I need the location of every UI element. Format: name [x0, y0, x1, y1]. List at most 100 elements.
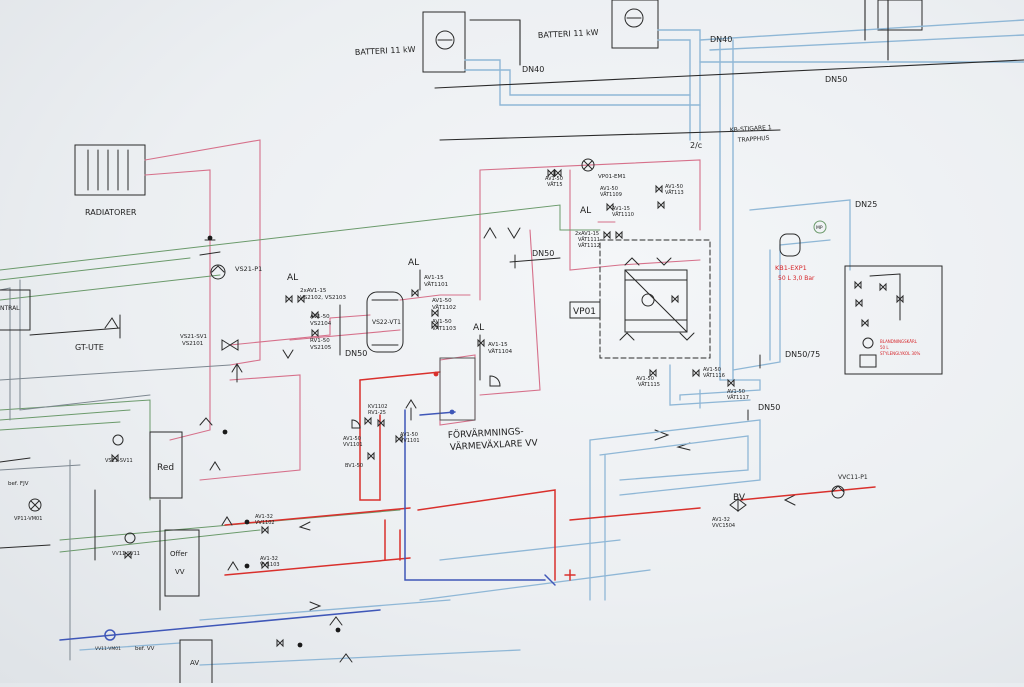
label-vat1109: VÄT1109 — [600, 191, 622, 198]
label-vat113: VÄT113 — [665, 189, 684, 196]
label-vs2105: VS2105 — [310, 345, 332, 351]
label-vat1112: VÄT1112 — [578, 242, 600, 249]
top-blue-lines — [464, 19, 1024, 381]
battery-mid-symbol — [624, 8, 644, 28]
label-gt-ute: GT-UTE — [75, 343, 104, 352]
label-vv11-vm01: VV11-VM01 — [95, 646, 121, 652]
vs22-vt1-tank — [366, 291, 404, 353]
label-dn40-b: DN40 — [710, 35, 732, 44]
label-av1-15-vat: AV1-15 — [424, 275, 444, 281]
label-vv1102: VV1102 — [255, 520, 275, 526]
kb1-exp1-vessel — [779, 220, 827, 257]
label-exp-box-2: 50 L — [880, 345, 889, 350]
label-vp11-vm01: VP11-VM01 — [14, 516, 42, 522]
green-lines — [0, 204, 601, 553]
label-kb-stigare-2: TRAPPHUS — [737, 135, 770, 144]
lower-left-components — [0, 417, 353, 687]
label-kv1102: KV1102 — [368, 404, 387, 410]
label-mp: MP — [816, 225, 823, 231]
label-rv1-25: RV1-25 — [368, 410, 386, 416]
label-al-3: AL — [473, 323, 484, 333]
diagram-labels: BATTERI 11 kW BATTERI 11 kW DN40 DN40 DN… — [0, 28, 921, 667]
label-vs22-vt1: VS22-VT1 — [372, 319, 401, 326]
label-av1-15-t5: 2xAV1-15 — [575, 231, 599, 237]
label-dn50-right: DN50 — [758, 403, 780, 412]
label-al-2: AL — [408, 258, 419, 268]
heat-exchanger-box — [351, 357, 476, 461]
label-bef-fjv: bef. FJV — [8, 481, 29, 487]
label-central: NTRAL — [0, 305, 20, 312]
label-forvarmnings-2: VÄRMEVÄXLARE VV — [450, 437, 539, 453]
label-exp-box-3: STYLENGLYKOL 30% — [880, 351, 921, 356]
vp01-bottom-valves — [649, 354, 761, 421]
vs21-pump-group — [199, 239, 294, 383]
right-blue-lines — [79, 199, 851, 666]
battery-right-box — [877, 0, 923, 31]
label-red: Red — [157, 463, 174, 473]
valve-cluster-mid — [285, 269, 501, 387]
label-av1-50-a: AV1-50 — [432, 298, 452, 304]
label-vat1117: VÄT1117 — [727, 394, 749, 401]
label-bv: BV — [733, 493, 746, 503]
label-2c: 2/c — [690, 141, 702, 150]
av-box — [179, 639, 213, 687]
label-al-1: AL — [287, 273, 298, 283]
label-avs-group-b: VS2102, VS2103 — [300, 295, 346, 301]
central-unit — [0, 289, 121, 339]
label-batteri-left: BATTERI 11 kW — [355, 45, 416, 57]
label-av1-32-b: AV1-32 — [260, 556, 278, 562]
label-vvc1504: VVC1504 — [712, 523, 735, 529]
label-av1-50-r2: AV1-50 — [703, 367, 721, 373]
radiator-symbol — [74, 144, 146, 196]
mixing-vessel-box — [844, 265, 943, 375]
label-av1-15-t4: AV1-15 — [612, 206, 630, 212]
label-rv1-50: RV1-50 — [310, 338, 330, 344]
label-vat1110: VÄT1110 — [612, 211, 634, 218]
battery-left-box — [422, 11, 466, 73]
label-kb1-exp1-spec: 50 L 3,0 Bar — [778, 275, 815, 282]
label-offer-vv-2: VV — [175, 568, 185, 576]
vp01-top-valves — [547, 158, 665, 240]
pink-radiator-lines — [144, 139, 701, 481]
battery-left-symbol — [435, 30, 455, 50]
label-dn50-75: DN50/75 — [785, 350, 820, 359]
label-av1-50-b: AV1-50 — [432, 319, 452, 325]
red-hot-lines — [224, 371, 876, 581]
label-dn50-top: DN50 — [825, 75, 847, 84]
label-dn40-a: DN40 — [522, 65, 544, 74]
label-av1-50-k1: AV1-50 — [343, 436, 361, 442]
vp01-heat-pump — [569, 239, 711, 359]
label-kb1-exp1: KB1-EXP1 — [775, 264, 807, 272]
label-av-bottom: AV — [190, 659, 199, 667]
red-box — [149, 431, 183, 499]
label-av1-50-k2: AV1-50 — [400, 432, 418, 438]
label-vat1116: VÄT1116 — [703, 372, 725, 379]
label-vv1101: VV1101 — [343, 442, 363, 448]
label-bv1-50: BV1-50 — [345, 463, 363, 469]
label-vat15: VÄT15 — [547, 181, 563, 188]
label-vat1103: VÄT1103 — [432, 325, 457, 332]
label-avs-group: 2xAV1-15 — [300, 288, 327, 294]
label-vat1115: VÄT1115 — [638, 381, 660, 388]
label-radiatorer: RADIATORER — [85, 208, 137, 217]
dot-markers — [207, 235, 455, 648]
gray-lines — [0, 279, 231, 661]
label-vs21-p1: VS21-P1 — [235, 265, 262, 273]
top-black-lines — [434, 0, 1024, 141]
label-vp01: VP01 — [573, 307, 596, 317]
label-av1-50-r1: AV1-50 — [636, 376, 654, 382]
blue-cold-lines — [59, 409, 556, 641]
label-vat1104: VÄT1104 — [488, 348, 513, 355]
label-vs21-sv1: VS21-SV1 — [180, 334, 207, 340]
label-vv11-sv11: VV11-SV11 — [112, 551, 140, 557]
label-vat1101: VÄT1101 — [424, 281, 448, 288]
top-battery-section — [422, 0, 923, 73]
label-offer-vv-1: Offer — [170, 550, 188, 558]
offer-vv-box — [164, 529, 200, 597]
label-vvc11-p1: VVC11-P1 — [838, 474, 868, 481]
label-vp01-em1: VP01-EM1 — [598, 174, 626, 180]
label-av1-15-c: AV1-15 — [488, 342, 508, 348]
label-exp-box-1: BLANDNINGSKÄRL — [880, 339, 918, 344]
